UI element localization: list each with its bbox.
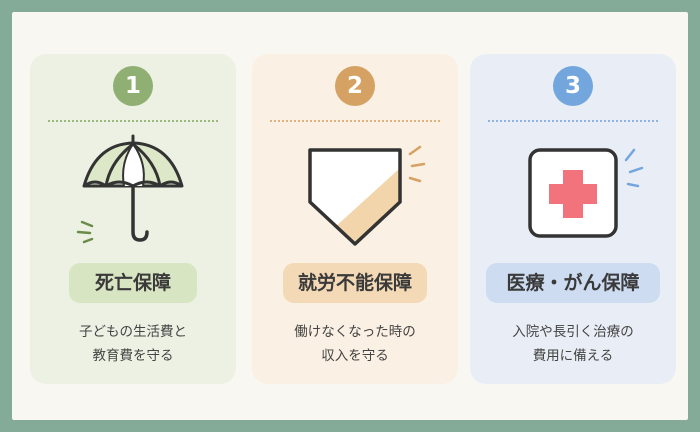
- coverage-card-medical: 3 医療・がん保障 入院や長引く治療の 費用に備える: [470, 54, 676, 384]
- step-number-badge: 2: [335, 66, 375, 106]
- coverage-card-death: 1: [30, 54, 236, 384]
- coverage-title: 医療・がん保障: [486, 263, 660, 303]
- insurance-coverage-panel: 1: [12, 12, 688, 420]
- medical-cross-icon: [470, 128, 676, 254]
- coverage-description: 入院や長引く治療の 費用に備える: [480, 320, 666, 368]
- description-line: 入院や長引く治療の: [512, 324, 634, 340]
- coverage-description: 子どもの生活費と 教育費を守る: [40, 320, 226, 368]
- coverage-title: 死亡保障: [69, 263, 197, 303]
- step-number-badge: 1: [113, 66, 153, 106]
- description-line: 費用に備える: [532, 348, 614, 364]
- dotted-divider: [270, 120, 440, 122]
- coverage-card-disability: 2 就労不能保障 働けなくなった時の 収入を守る: [252, 54, 458, 384]
- description-line: 収入を守る: [321, 348, 389, 364]
- description-line: 子どもの生活費と: [79, 324, 187, 340]
- coverage-description: 働けなくなった時の 収入を守る: [262, 320, 448, 368]
- description-line: 働けなくなった時の: [294, 324, 416, 340]
- dotted-divider: [48, 120, 218, 122]
- dotted-divider: [488, 120, 658, 122]
- step-number-badge: 3: [553, 66, 593, 106]
- coverage-title: 就労不能保障: [283, 263, 427, 303]
- description-line: 教育費を守る: [92, 348, 174, 364]
- umbrella-icon: [30, 128, 236, 254]
- shield-icon: [252, 128, 458, 254]
